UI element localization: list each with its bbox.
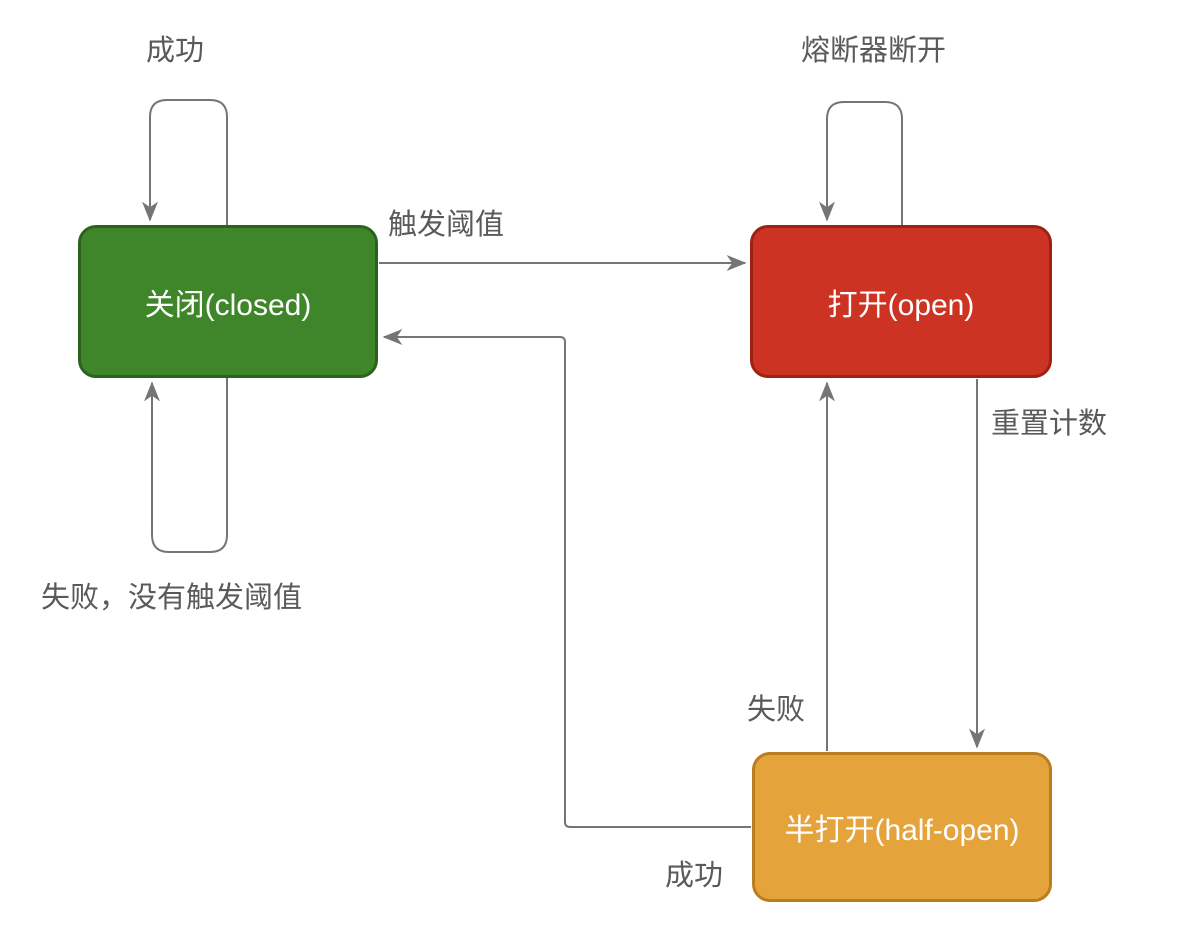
edge-closed-self-top-success: [142, 99, 228, 225]
state-node-open: 打开(open): [750, 225, 1052, 378]
state-node-half-open: 半打开(half-open): [752, 752, 1052, 902]
edge-label-closed-self-fail-no-threshold: 失败，没有触发阈值: [41, 582, 303, 614]
edge-open-self-top-fuse-break: [819, 101, 903, 225]
edge-label-halfopen-success: 成功: [665, 860, 724, 892]
edge-closed-self-bottom-fail: [144, 378, 228, 553]
edge-label-reset-count: 重置计数: [991, 408, 1108, 440]
edge-halfopen-to-closed-success: [382, 329, 751, 828]
edge-label-halfopen-fail: 失败: [747, 694, 806, 726]
state-node-closed: 关闭(closed): [78, 225, 378, 378]
edge-label-fuse-break: 熔断器断开: [801, 35, 947, 67]
edge-label-closed-self-success: 成功: [146, 35, 205, 67]
state-node-half-open-label: 半打开(half-open): [784, 814, 1020, 847]
state-node-open-label: 打开(open): [827, 288, 975, 322]
state-node-closed-label: 关闭(closed): [144, 288, 312, 322]
edge-label-trigger-threshold: 触发阈值: [388, 209, 505, 241]
